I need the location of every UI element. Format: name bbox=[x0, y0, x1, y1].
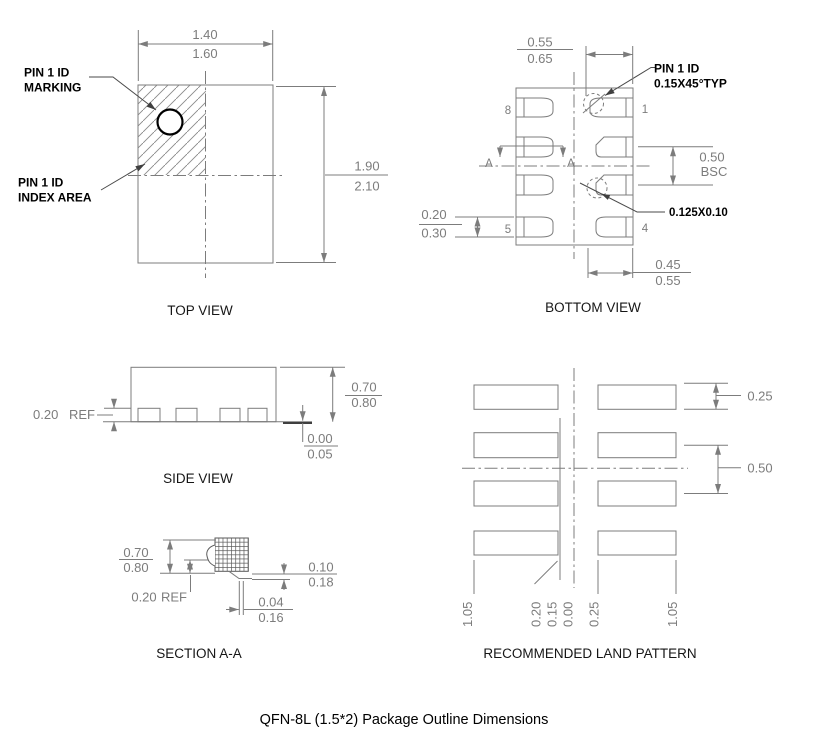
dim-top-width-max: 1.60 bbox=[192, 46, 217, 61]
pin-number-4: 4 bbox=[642, 223, 649, 235]
dim-land-left-inner2: 0.15 bbox=[545, 602, 560, 627]
dim-pitch-ref: BSC bbox=[701, 164, 728, 179]
pin-number-5: 5 bbox=[505, 224, 511, 236]
dim-pad-width-min: 0.20 bbox=[421, 207, 446, 222]
dim-land-pad-height: 0.25 bbox=[747, 389, 772, 404]
lead-foot bbox=[228, 570, 252, 579]
land-pattern: 0.25 0.50 1.05 0.20 0.15 0.00 0.25 1.05 … bbox=[460, 368, 773, 661]
dim-section-lead-thickness: 0.20 bbox=[131, 590, 156, 605]
pin1-index-label-line2: INDEX AREA bbox=[18, 191, 92, 205]
dim-lead-thickness-ref: REF bbox=[69, 407, 95, 422]
dim-tip-min: 0.04 bbox=[258, 595, 283, 610]
bottom-view: PIN 1 ID 0.15X45°TYP 0.125X0.10 8 1 5 4 … bbox=[419, 35, 728, 315]
section-cut-marker: A A bbox=[485, 145, 575, 170]
pin-number-1: 1 bbox=[642, 104, 648, 116]
pin1-marking-leader bbox=[89, 76, 157, 111]
dim-section-lead-thickness-ref: REF bbox=[161, 590, 187, 605]
pin1-id-label-line1: PIN 1 ID bbox=[654, 62, 700, 76]
pin1-id-marking-circle bbox=[156, 108, 184, 136]
pin1-index-leader bbox=[100, 163, 146, 191]
dim-standoff-max: 0.05 bbox=[307, 447, 332, 462]
bent-leader-0-20 bbox=[534, 560, 558, 585]
pin1-chamfer-circle bbox=[583, 93, 604, 114]
section-label-right: A bbox=[567, 158, 575, 170]
section-label-left: A bbox=[485, 158, 493, 170]
dim-pad1-length-max: 0.65 bbox=[527, 51, 552, 66]
pin3-leader-arrow bbox=[601, 193, 611, 200]
dim-land-center: 0.00 bbox=[561, 602, 576, 627]
land-pads bbox=[473, 384, 677, 556]
dim-pad1-length-min: 0.55 bbox=[527, 35, 552, 50]
chamfer-size-label: 0.125X0.10 bbox=[669, 207, 728, 219]
dim-section-height-max: 0.80 bbox=[123, 560, 148, 575]
side-view: 0.20 REF 0.70 0.80 0.00 0.05 SIDE VIEW bbox=[33, 366, 382, 486]
dim-land-left-inner: 0.20 bbox=[529, 602, 544, 627]
dim-pad-length-min: 0.45 bbox=[655, 257, 680, 272]
dim-top-height-min: 1.90 bbox=[354, 159, 379, 174]
drawing-title: QFN-8L (1.5*2) Package Outline Dimension… bbox=[260, 712, 549, 728]
pin1-chamfer-line bbox=[582, 93, 606, 114]
lead-bump bbox=[206, 544, 216, 567]
dim-pad-length-max: 0.55 bbox=[655, 273, 680, 288]
dim-land-pitch: 0.50 bbox=[747, 461, 772, 476]
pin1-marking-label-line2: MARKING bbox=[24, 81, 81, 95]
land-pattern-caption: RECOMMENDED LAND PATTERN bbox=[483, 646, 696, 661]
dim-body-height-max: 0.80 bbox=[351, 395, 376, 410]
dim-land-right-outer: 1.05 bbox=[665, 602, 680, 627]
dim-land-left-outer: 1.05 bbox=[460, 602, 475, 627]
dim-body-height-min: 0.70 bbox=[351, 380, 376, 395]
dim-tip-max: 0.16 bbox=[258, 610, 283, 625]
dim-foot-max: 0.18 bbox=[308, 575, 333, 590]
dim-standoff-min: 0.00 bbox=[307, 431, 332, 446]
dim-top-height-max: 2.10 bbox=[354, 179, 379, 194]
right-pads bbox=[589, 97, 634, 238]
pin-number-8: 8 bbox=[505, 105, 511, 117]
dim-land-right-inner: 0.25 bbox=[587, 602, 602, 627]
section-a-a: 0.70 0.80 0.20 REF 0.10 0.18 0.04 0.16 S… bbox=[119, 537, 337, 661]
pin1-id-leader bbox=[604, 67, 656, 96]
pin1-marking-label-line1: PIN 1 ID bbox=[24, 66, 70, 80]
pin1-id-label-line2: 0.15X45°TYP bbox=[654, 77, 727, 91]
pin1-index-label-line1: PIN 1 ID bbox=[18, 176, 64, 190]
dim-top-width-min: 1.40 bbox=[192, 27, 217, 42]
top-view: 1.40 1.60 1.90 2.10 PIN 1 ID MARKING PIN… bbox=[18, 27, 388, 318]
dim-foot-min: 0.10 bbox=[308, 560, 333, 575]
section-view-caption: SECTION A-A bbox=[156, 646, 242, 661]
left-pads bbox=[515, 97, 554, 238]
dim-lead-thickness: 0.20 bbox=[33, 407, 58, 422]
pin3-chamfer-circle bbox=[586, 177, 608, 199]
top-view-caption: TOP VIEW bbox=[167, 303, 233, 318]
lead-cross-section bbox=[214, 537, 249, 572]
dim-pad-width-max: 0.30 bbox=[421, 226, 446, 241]
bottom-view-caption: BOTTOM VIEW bbox=[545, 300, 641, 315]
side-view-caption: SIDE VIEW bbox=[163, 471, 233, 486]
dim-pitch: 0.50 bbox=[699, 150, 724, 165]
dim-section-height-min: 0.70 bbox=[123, 545, 148, 560]
side-view-body bbox=[130, 366, 277, 423]
side-view-leads bbox=[137, 407, 268, 423]
